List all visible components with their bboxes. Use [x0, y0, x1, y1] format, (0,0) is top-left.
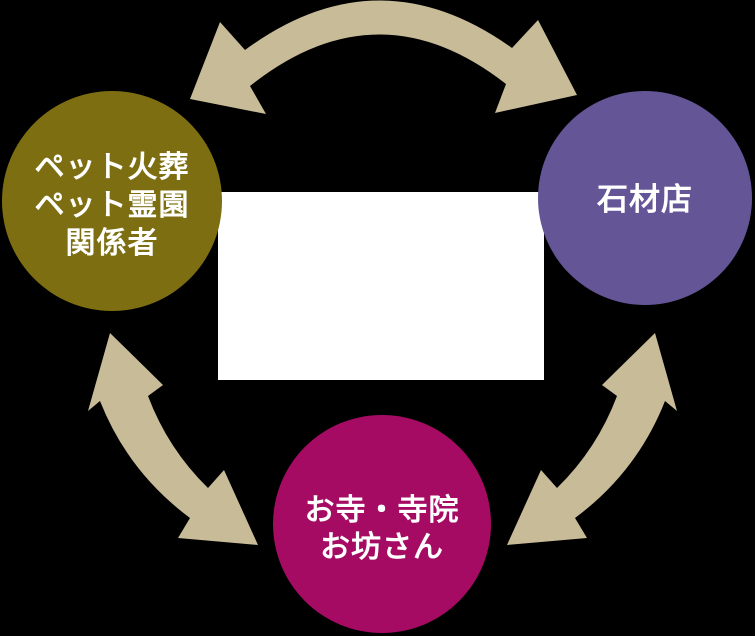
center-panel	[218, 192, 544, 380]
arrow-pet-temple-icon	[88, 333, 258, 545]
node-stone-circle	[538, 91, 752, 305]
arrow-pet-stone-icon	[190, 0, 577, 114]
node-temple-circle	[273, 415, 491, 633]
node-pet-circle	[2, 91, 222, 311]
arrow-temple-stone-icon	[507, 333, 677, 545]
